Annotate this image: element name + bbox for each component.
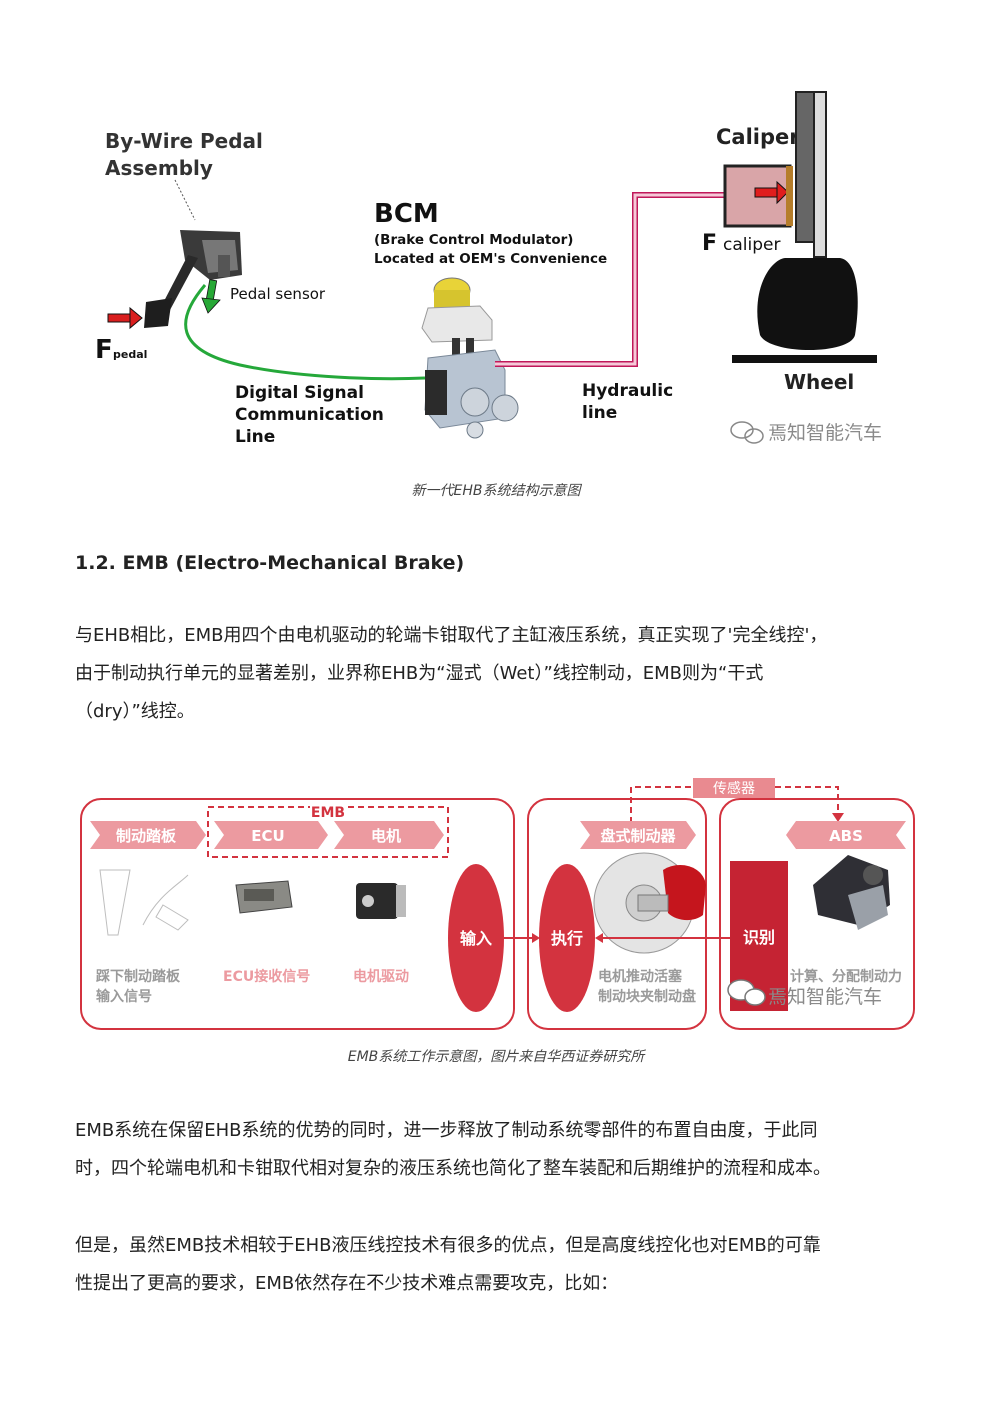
abs-tag-bg bbox=[786, 821, 906, 849]
paragraph-line: 与EHB相比，EMB用四个由电机驱动的轮端卡钳取代了主缸液压系统，真正实现了'完… bbox=[75, 625, 828, 646]
abs-tag: ABS bbox=[829, 827, 863, 845]
input-arrow-head bbox=[532, 933, 540, 943]
motor-desc: 电机驱动 bbox=[353, 968, 409, 985]
disc-tag-bg bbox=[580, 821, 696, 849]
paragraph-line: 由于制动执行单元的显著差别，业界称EHB为“湿式（Wet）”线控制动，EMB则为… bbox=[75, 663, 764, 684]
hydraulic-label-1: Hydraulic bbox=[582, 381, 673, 401]
pedal-desc-2: 输入信号 bbox=[96, 988, 152, 1005]
hydraulic-line-inner bbox=[495, 193, 730, 366]
f-caliper-subscript: caliper bbox=[723, 235, 780, 255]
pedal-sensor-arrow bbox=[201, 279, 221, 314]
digital-signal-label-1: Digital Signal bbox=[235, 383, 364, 403]
execute-label: 执行 bbox=[551, 929, 583, 948]
caliper-image bbox=[723, 164, 793, 228]
digital-signal-line bbox=[184, 284, 426, 381]
digital-signal-label-2: Communication bbox=[235, 405, 384, 425]
motor-tag: 电机 bbox=[371, 827, 401, 845]
identify-arrow-head bbox=[595, 933, 603, 943]
pedal-assembly-label-line1: By-Wire Pedal bbox=[105, 129, 263, 153]
paragraph-emb-intro: 与EHB相比，EMB用四个由电机驱动的轮端卡钳取代了主缸液压系统，真正实现了'完… bbox=[75, 617, 925, 731]
figure2-caption: EMB系统工作示意图，图片来自华西证券研究所 bbox=[347, 1049, 645, 1065]
section-heading: 1.2. EMB (Electro-Mechanical Brake) bbox=[75, 552, 465, 574]
paragraph-line: 性提出了更高的要求，EMB依然存在不少技术难点需要攻克，比如： bbox=[75, 1273, 619, 1294]
disc-desc-1: 电机推动活塞 bbox=[598, 968, 683, 985]
bcm-subtitle-2: Located at OEM's Convenience bbox=[374, 251, 607, 267]
emb-label-bg bbox=[310, 805, 346, 819]
watermark-text: 焉知智能汽车 bbox=[768, 986, 882, 1008]
sensor-tag: 传感器 bbox=[713, 780, 755, 797]
pedal-assembly-image bbox=[144, 230, 242, 328]
emb-label: EMB bbox=[311, 805, 345, 821]
pedal-sketch-image bbox=[99, 869, 189, 936]
f-caliper-label: F bbox=[702, 231, 717, 256]
f-pedal-subscript: pedal bbox=[113, 348, 147, 361]
bcm-module-image bbox=[421, 277, 519, 439]
emb-working-diagram: 传感器 EMB 制动踏板 ECU 电机 盘式制动器 ABS 输入 执行 bbox=[80, 778, 915, 1030]
caliper-label: Caliper bbox=[716, 125, 800, 149]
pedal-force-arrow bbox=[107, 306, 143, 330]
hydraulic-label-2: line bbox=[582, 403, 617, 423]
sensor-tag-bg bbox=[693, 778, 775, 798]
bcm-subtitle-1: (Brake Control Modulator) bbox=[374, 232, 573, 248]
wheel-image bbox=[732, 258, 877, 363]
pedal-tag-bg bbox=[90, 821, 206, 849]
pedal-assembly-label-line2: Assembly bbox=[105, 156, 213, 180]
pedal-desc-1: 踩下制动踏板 bbox=[96, 968, 181, 985]
paragraph-line: EMB系统在保留EHB系统的优势的同时，进一步释放了制动系统零部件的布置自由度，… bbox=[75, 1120, 818, 1141]
bcm-title: BCM bbox=[374, 199, 439, 229]
abs-image bbox=[813, 855, 890, 930]
abs-desc: 计算、分配制动力 bbox=[790, 968, 902, 985]
f-pedal-label: F bbox=[95, 335, 113, 365]
motor-tag-bg bbox=[334, 821, 444, 849]
digital-signal-label-3: Line bbox=[235, 427, 275, 447]
pedal-tag: 制动踏板 bbox=[116, 827, 177, 845]
pedal-leader-line bbox=[174, 179, 196, 221]
ecu-image bbox=[235, 880, 293, 914]
hydraulic-line-outer bbox=[495, 192, 730, 367]
paragraph-line: 但是，虽然EMB技术相较于EHB液压线控技术有很多的优点，但是高度线控化也对EM… bbox=[75, 1235, 821, 1256]
disc-brake-image bbox=[593, 852, 706, 954]
figure1-caption: 新一代EHB系统结构示意图 bbox=[411, 483, 581, 499]
sensor-arrow-head bbox=[832, 813, 844, 822]
input-ellipse bbox=[448, 864, 504, 1012]
ecu-tag: ECU bbox=[251, 827, 284, 845]
motor-image bbox=[356, 883, 406, 919]
wheel-label: Wheel bbox=[784, 370, 854, 394]
ecu-desc: ECU接收信号 bbox=[223, 968, 310, 985]
paragraph-emb-challenges: 但是，虽然EMB技术相较于EHB液压线控技术有很多的优点，但是高度线控化也对EM… bbox=[75, 1227, 925, 1303]
wechat-icon bbox=[727, 979, 766, 1006]
execute-ellipse bbox=[539, 864, 595, 1012]
paragraph-emb-advantages: EMB系统在保留EHB系统的优势的同时，进一步释放了制动系统零部件的布置自由度，… bbox=[75, 1112, 925, 1188]
watermark-text: 焉知智能汽车 bbox=[768, 422, 882, 444]
pedal-sensor-label: Pedal sensor bbox=[230, 285, 326, 303]
disc-tag: 盘式制动器 bbox=[600, 827, 676, 845]
paragraph-line: 时，四个轮端电机和卡钳取代相对复杂的液压系统也简化了整车装配和后期维护的流程和成… bbox=[75, 1158, 831, 1179]
identify-label: 识别 bbox=[743, 928, 775, 947]
ehb-structure-diagram: By-Wire Pedal Assembly F pedal Pedal sen… bbox=[95, 91, 882, 447]
disc-desc-2: 制动块夹制动盘 bbox=[598, 988, 696, 1005]
ecu-tag-bg bbox=[214, 821, 328, 849]
paragraph-line: （dry）”线控。 bbox=[75, 701, 195, 722]
wechat-icon bbox=[730, 421, 764, 444]
brake-disc-image bbox=[795, 91, 827, 258]
input-label: 输入 bbox=[460, 929, 492, 948]
